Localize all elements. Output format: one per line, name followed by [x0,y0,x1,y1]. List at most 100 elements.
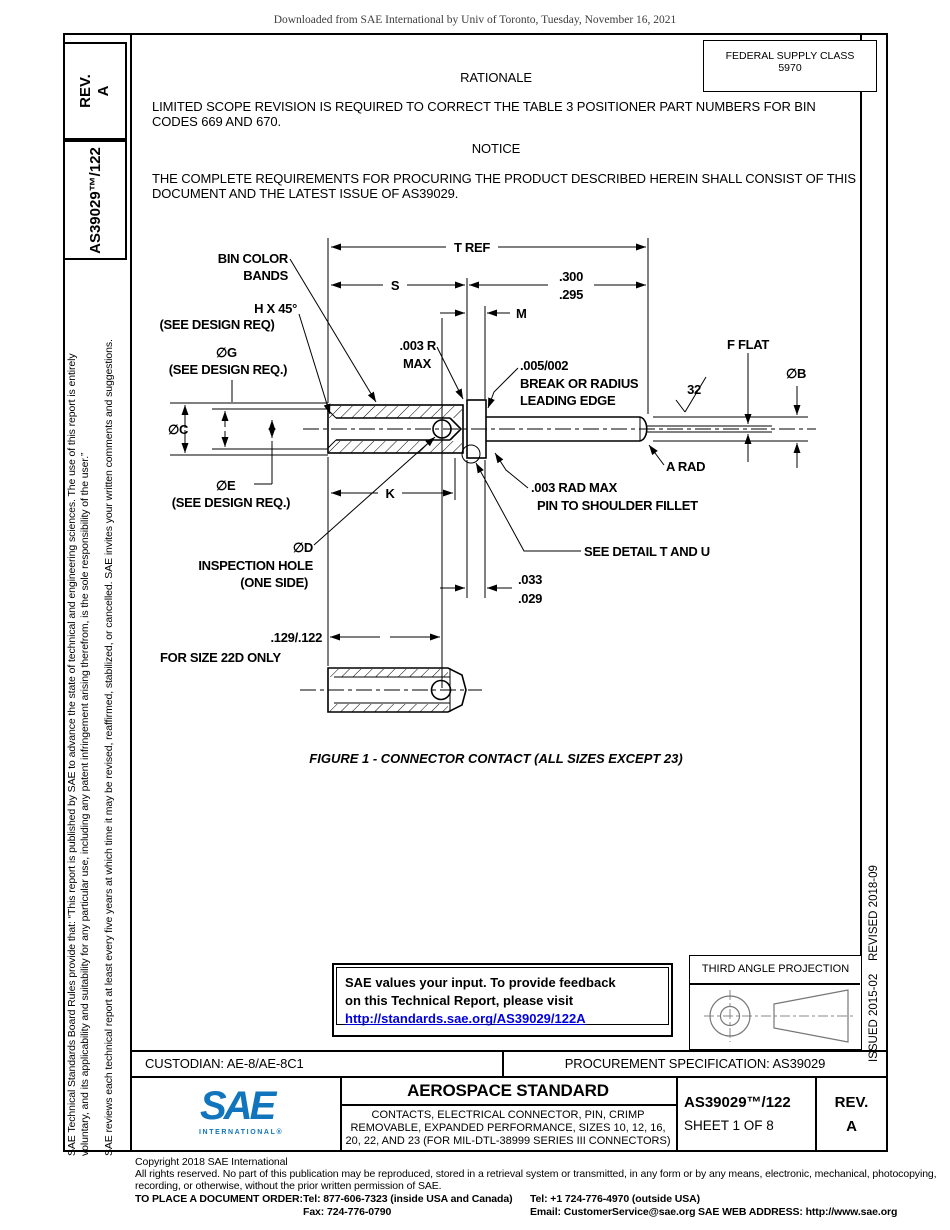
label-t-ref: T REF [454,240,490,255]
label-one-side: (ONE SIDE) [240,575,308,590]
sae-logo: SAE [200,1084,276,1128]
barrel-hatch-top [329,406,462,418]
label-s: S [391,278,400,293]
row-line-top [130,1050,888,1052]
label-see-req-e: (SEE DESIGN REQ.) [172,495,290,510]
notice-line1: THE COMPLETE REQUIREMENTS FOR PROCURING … [152,171,856,186]
issued-revised-text: ISSUED 2015-02 REVISED 2018-09 [868,865,880,1062]
label-dia-c: ∅C [168,422,189,437]
figure-caption: FIGURE 1 - CONNECTOR CONTACT (ALL SIZES … [309,751,683,766]
contact-body [303,399,816,464]
title-line2: REMOVABLE, EXPANDED PERFORMANCE, SIZES 1… [350,1122,666,1134]
label-bin-color-2: BANDS [243,268,288,283]
fsc-label: FEDERAL SUPPLY CLASS [725,50,855,62]
heading-divider [340,1104,676,1106]
left-column-divider [130,33,132,1152]
row-line-bottom [130,1076,888,1078]
label-dia-b: ∅B [786,366,806,381]
page-border [63,33,888,1152]
label-003r: .003 R [399,338,436,353]
fsc-value: 5970 [778,62,802,74]
label-dia-e: ∅E [216,478,236,493]
footer-tel-outside: Tel: +1 724-776-4970 (outside USA) [530,1193,701,1205]
title-rev-value: A [846,1118,857,1135]
sae-logo-subtext: INTERNATIONAL® [199,1129,284,1136]
label-see-req-h: (SEE DESIGN REQ) [159,317,274,332]
legal-text-1-line2: voluntary, and its applicability and sui… [79,452,91,1156]
projection-label: THIRD ANGLE PROJECTION [701,963,850,975]
notice-heading: NOTICE [471,141,521,156]
label-break-2: BREAK OR RADIUS [520,376,639,391]
label-033: .033 [518,572,542,587]
label-bin-color-1: BIN COLOR [218,251,289,266]
rev-box-value: A [94,85,112,97]
doc-number-vertical: AS39029™/122 [86,146,104,254]
footer-rights-2: recording, or otherwise, without the pri… [135,1180,442,1192]
label-dia-g: ∅G [216,345,237,360]
label-h-x-45: H X 45° [254,301,297,316]
title-line3: 20, 22, AND 23 (FOR MIL-DTL-38999 SERIES… [345,1135,671,1147]
label-inspection-hole: INSPECTION HOLE [198,558,313,573]
barrel-hatch-bottom [329,441,462,453]
label-finish-32: 32 [687,382,701,397]
feedback-line1: SAE values your input. To provide feedba… [345,975,616,990]
custodian-divider [502,1050,504,1076]
figure-drawing: T REF S .300 .295 M K .033 .029 BIN COLO… [159,238,816,713]
rev-cell-divider [815,1076,817,1152]
label-break-1: .005/002 [520,358,568,373]
extension-lines [170,238,808,688]
label-for-size-22d: FOR SIZE 22D ONLY [160,650,281,665]
label-see-req-g: (SEE DESIGN REQ.) [169,362,287,377]
custodian-text: CUSTODIAN: AE-8/AE-8C1 [145,1056,304,1071]
label-m: M [516,306,527,321]
label-300: .300 [559,269,583,284]
label-break-3: LEADING EDGE [520,393,616,408]
label-fillet-2: PIN TO SHOULDER FILLET [537,498,698,513]
label-029: .029 [518,591,542,606]
label-fillet-1: .003 RAD MAX [531,480,618,495]
leader-lines [289,258,665,552]
rationale-line1: LIMITED SCOPE REVISION IS REQUIRED TO CO… [152,99,816,114]
label-a-rad: A RAD [666,459,705,474]
legal-text-2: SAE reviews each technical report at lea… [103,339,115,1156]
footer-web: SAE WEB ADDRESS: http://www.sae.org [698,1206,898,1218]
label-see-detail: SEE DETAIL T AND U [584,544,710,559]
number-cell-divider [676,1076,678,1152]
footer-order-label: TO PLACE A DOCUMENT ORDER: [135,1193,303,1205]
title-sheet: SHEET 1 OF 8 [684,1118,774,1133]
rev-box: REV. A [63,42,127,140]
label-003r-max: MAX [403,356,432,371]
legal-text-1-line1: SAE Technical Standards Board Rules prov… [66,353,78,1156]
downloaded-note: Downloaded from SAE International by Uni… [273,14,677,26]
dimension-lines [181,243,801,641]
label-295: .295 [559,287,583,302]
footer-email: Email: CustomerService@sae.org [530,1206,696,1218]
fsc-box: FEDERAL SUPPLY CLASS 5970 [703,40,877,92]
feedback-line2: on this Technical Report, please visit [345,993,574,1008]
detail-reference-circle [461,444,481,464]
rationale-line2: CODES 669 AND 670. [152,114,281,129]
logo-cell-divider [340,1076,342,1152]
label-f-flat: F FLAT [727,337,769,352]
footer-tel-inside: Tel: 877-606-7323 (inside USA and Canada… [303,1193,513,1205]
doc-number-box: AS39029™/122 [63,140,127,260]
procurement-text: PROCUREMENT SPECIFICATION: AS39029 [564,1056,826,1071]
title-line1: CONTACTS, ELECTRICAL CONNECTOR, PIN, CRI… [371,1109,645,1121]
size-22d-view [300,667,482,713]
title-rev-label: REV. [834,1094,869,1111]
drawing-labels: T REF S .300 .295 M K .033 .029 BIN COLO… [159,240,806,665]
title-doc-number: AS39029™/122 [684,1094,791,1111]
projection-box: THIRD ANGLE PROJECTION [689,955,862,1050]
label-dia-d: ∅D [293,540,313,555]
feedback-link[interactable]: http://standards.sae.org/AS39029/122A [345,1011,586,1026]
projection-divider [690,983,860,985]
footer-rights-1: All rights reserved. No part of this pub… [135,1168,937,1180]
rationale-heading: RATIONALE [460,70,532,85]
legal-text-1: SAE Technical Standards Board Rules prov… [66,290,92,1156]
right-column-divider [860,33,862,1052]
label-129-122: .129/.122 [270,630,322,645]
rev-box-label: REV. [76,74,94,108]
notice-line2: DOCUMENT AND THE LATEST ISSUE OF AS39029… [152,186,459,201]
third-angle-symbol [704,989,854,1043]
